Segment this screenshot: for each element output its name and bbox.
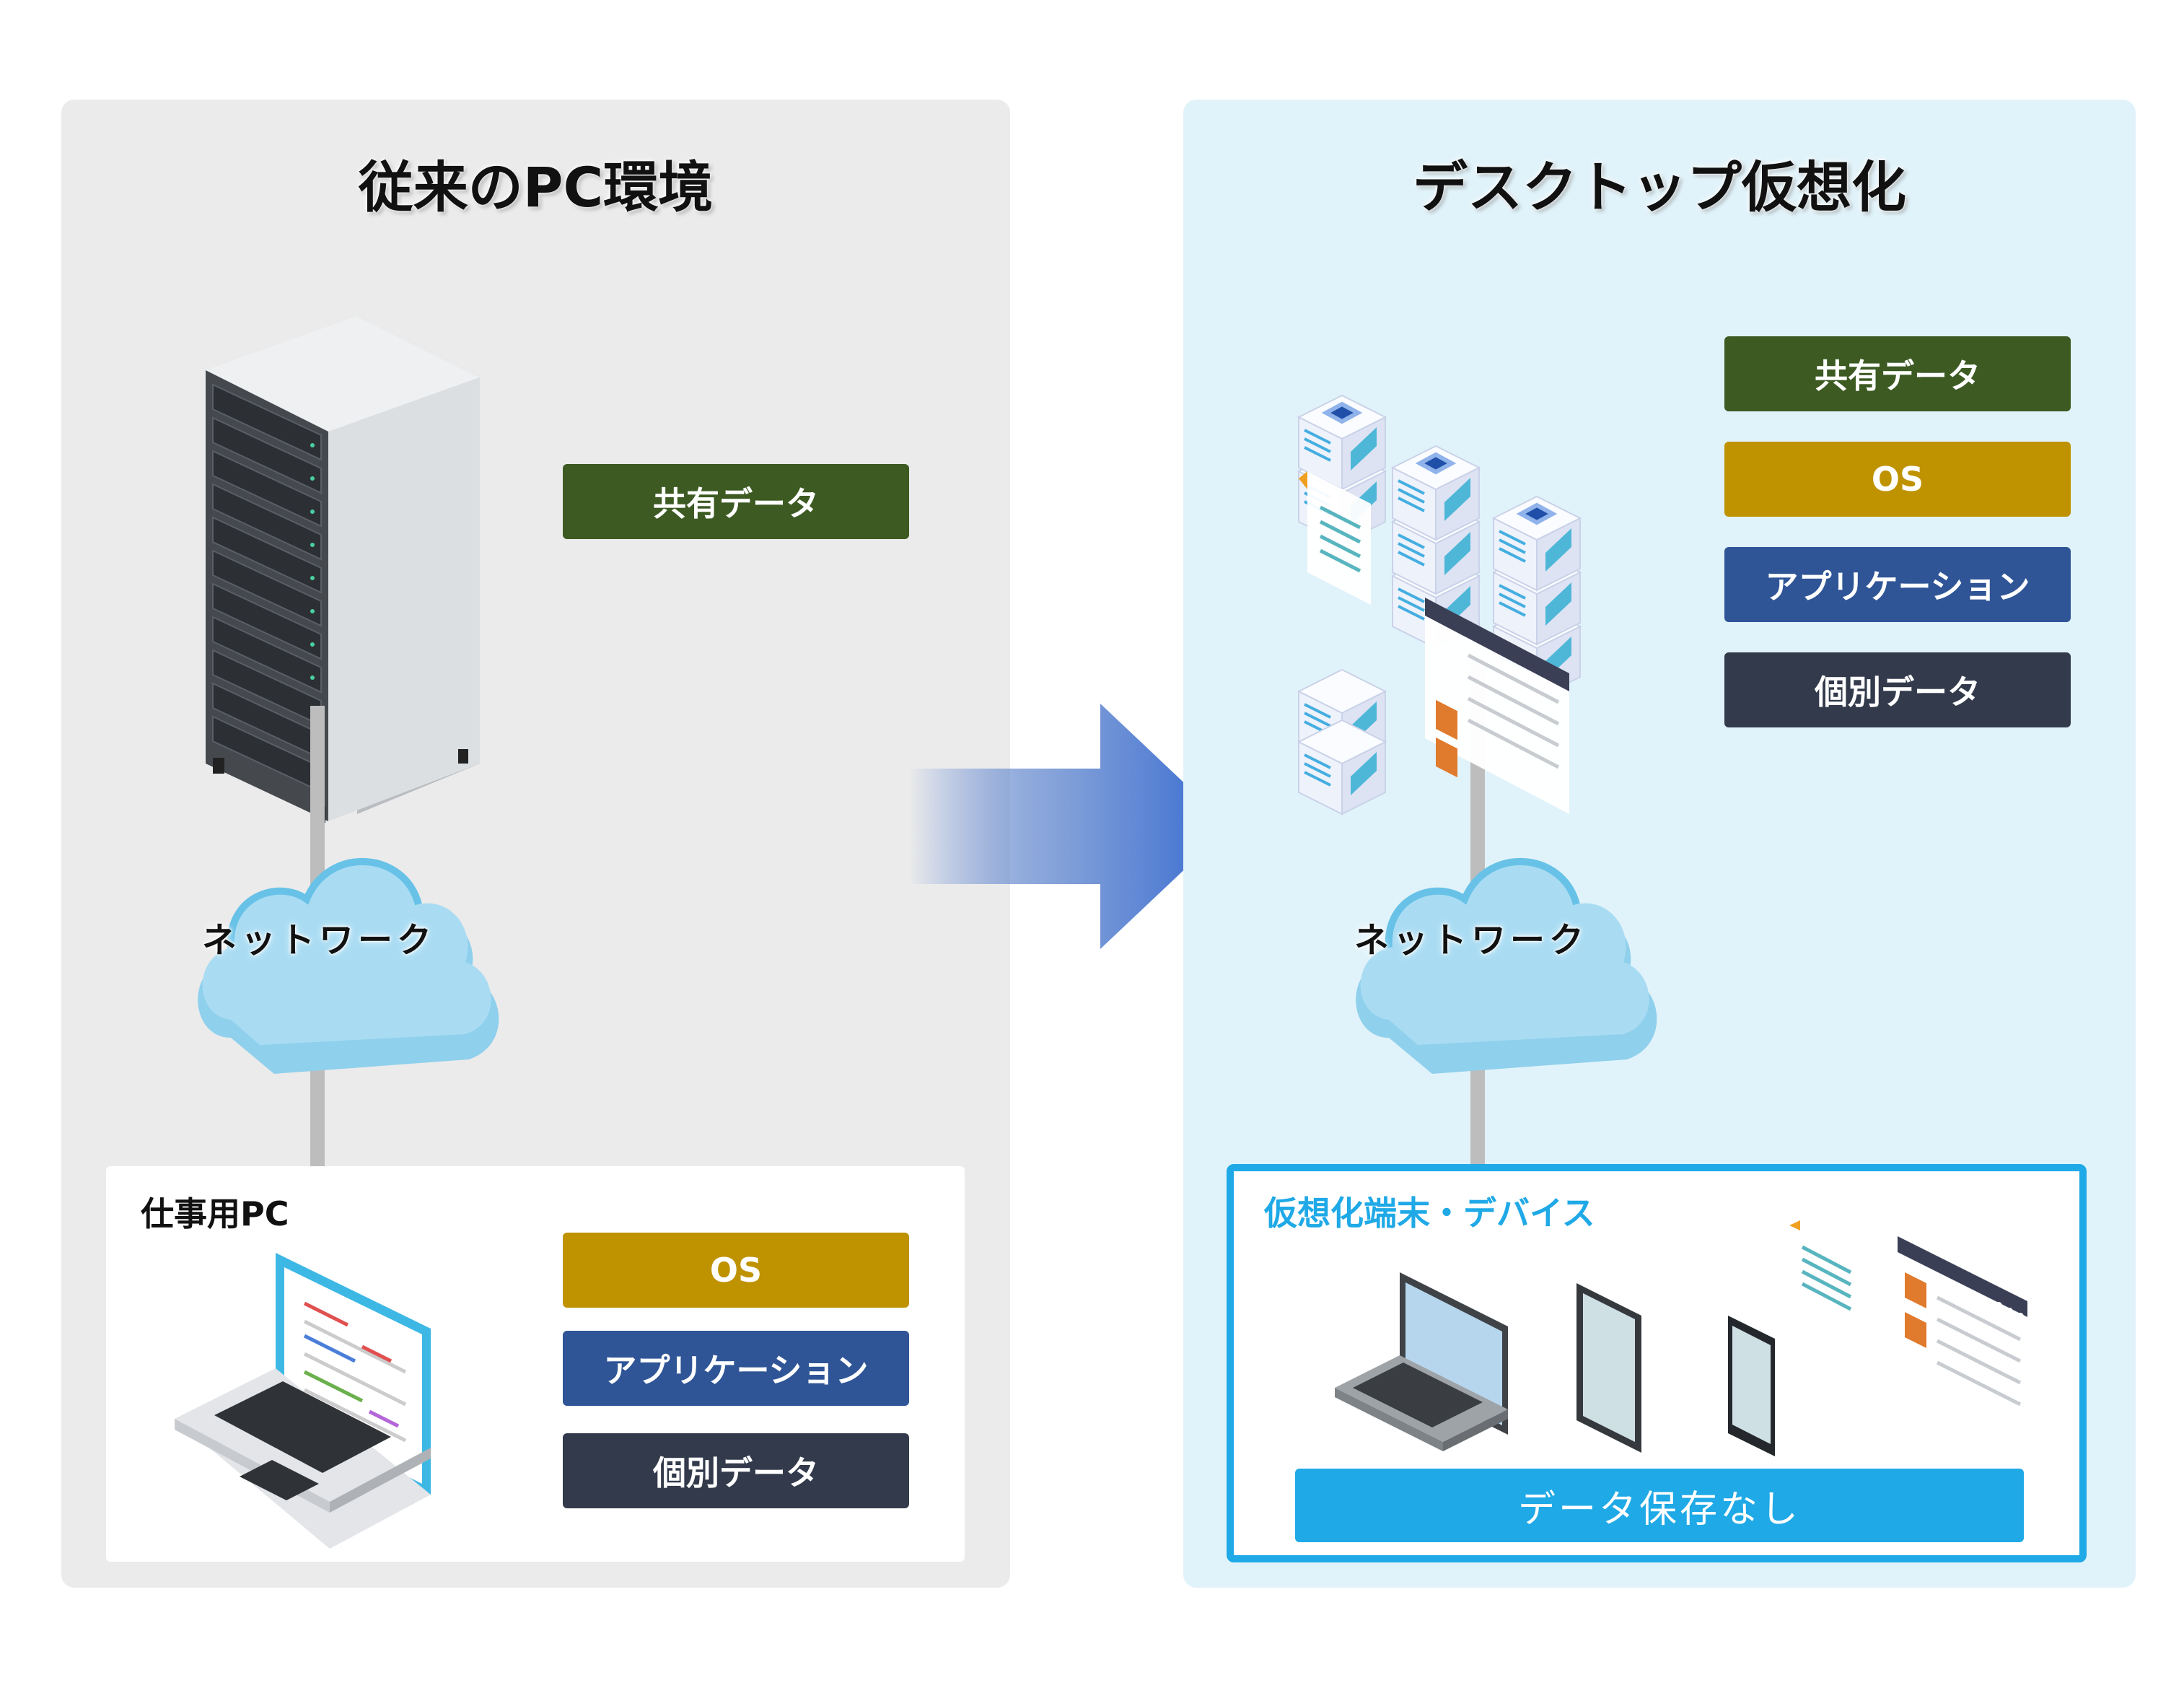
transition-arrow-icon	[909, 704, 1230, 949]
personal-data-tag: 個別データ	[1724, 652, 2071, 727]
laptop-icon	[1335, 1272, 1508, 1451]
network-label: ネットワーク	[1354, 920, 1589, 961]
laptop-icon	[175, 1253, 431, 1549]
document-icon	[1789, 1220, 1854, 1323]
traditional-pc-title: 従来のPC環境	[358, 155, 714, 219]
application-tag: アプリケーション	[1724, 547, 2071, 622]
virtual-devices-label: 仮想化端末・デバイス	[1264, 1194, 1595, 1233]
os-tag: OS	[1724, 442, 2071, 517]
desktop-virtualization-panel: デスクトップ仮想化 ネットワーク 共有データ OS アプリケーション 個別データ…	[1183, 100, 2136, 1588]
traditional-pc-panel: 従来のPC環境 ネットワーク 共有データ 仕事用PC	[61, 100, 1010, 1588]
rack-server-icon	[206, 316, 480, 823]
smartphone-icon	[1728, 1316, 1775, 1456]
pc-os-tag: OS	[563, 1233, 909, 1308]
virtual-server-cluster-icon	[1297, 394, 1582, 815]
browser-window-icon	[1898, 1236, 2027, 1413]
cloud-icon	[1356, 857, 1657, 1074]
pc-app-tag: アプリケーション	[563, 1331, 909, 1406]
shared-data-tag: 共有データ	[1724, 336, 2071, 411]
network-label: ネットワーク	[202, 920, 437, 961]
tablet-icon	[1576, 1283, 1641, 1453]
cloud-icon	[198, 857, 499, 1074]
shared-data-tag: 共有データ	[563, 464, 909, 539]
virtual-devices-box: 仮想化端末・デバイス	[1227, 1164, 2087, 1562]
pc-data-tag: 個別データ	[563, 1433, 909, 1508]
work-pc-label: 仕事用PC	[141, 1194, 289, 1233]
desktop-virtualization-title: デスクトップ仮想化	[1413, 155, 1906, 219]
no-data-storage-bar: データ保存なし	[1295, 1469, 2024, 1542]
work-pc-box: 仕事用PC OS アプリケーション 個別データ	[106, 1166, 965, 1562]
